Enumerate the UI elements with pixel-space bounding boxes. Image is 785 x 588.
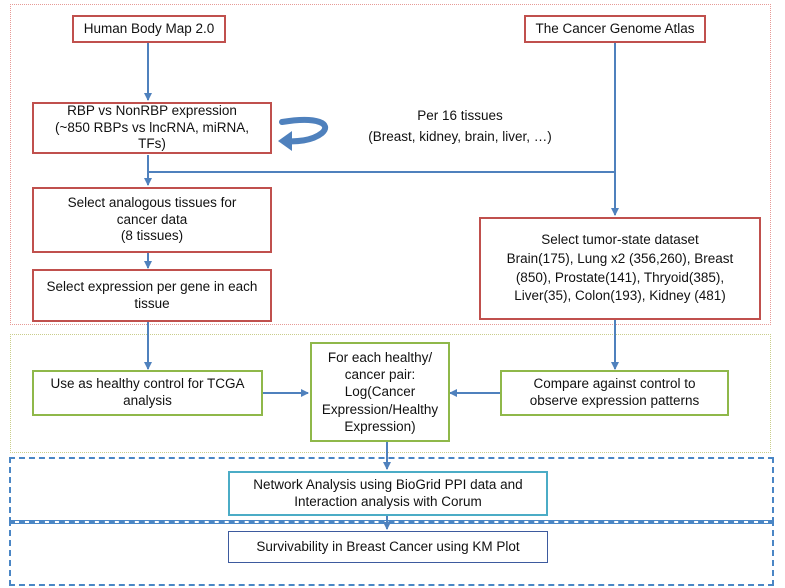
- log-ratio-box: For each healthy/ cancer pair: Log(Cance…: [310, 342, 450, 442]
- tcga-box: The Cancer Genome Atlas: [524, 15, 706, 43]
- network-analysis-box: Network Analysis using BioGrid PPI data …: [228, 471, 548, 516]
- comparison-region: [10, 334, 771, 453]
- compare-control-box: Compare against control to observe expre…: [500, 370, 729, 416]
- healthy-control-box: Use as healthy control for TCGA analysis: [32, 370, 263, 416]
- select-expression-box: Select expression per gene in each tissu…: [32, 269, 272, 322]
- tissues-annotation: Per 16 tissues (Breast, kidney, brain, l…: [368, 108, 552, 144]
- select-tumor-dataset-box: Select tumor-state dataset Brain(175), L…: [479, 217, 761, 320]
- human-body-map-box: Human Body Map 2.0: [72, 15, 226, 43]
- loop-arrow-icon: [279, 116, 329, 145]
- loop-arrowhead: [278, 131, 292, 151]
- rbp-expression-box: RBP vs NonRBP expression (~850 RBPs vs l…: [32, 102, 272, 154]
- select-analogous-tissues-box: Select analogous tissues for cancer data…: [32, 187, 272, 253]
- survival-region: [9, 520, 774, 586]
- survivability-box: Survivability in Breast Cancer using KM …: [228, 531, 548, 563]
- data-sources-region: [10, 4, 771, 325]
